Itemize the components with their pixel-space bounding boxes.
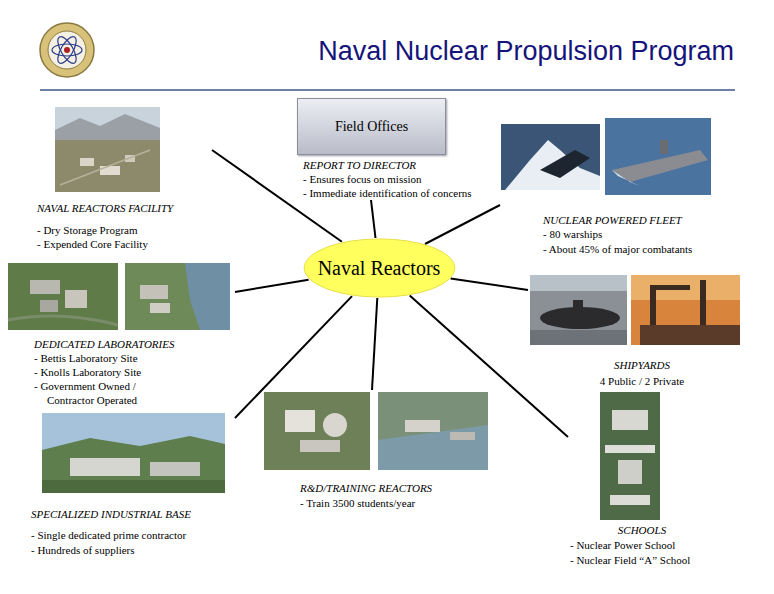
slide-title: Naval Nuclear Propulsion Program: [318, 36, 734, 67]
node-text: - Government Owned / Contractor Operated: [34, 379, 177, 407]
school-photo: [600, 392, 660, 520]
node-heading: NAVAL REACTORS FACILITY: [37, 201, 212, 215]
bettis-photo: [8, 263, 118, 330]
facility-photo: [55, 107, 160, 192]
node-heading: Field Offices: [297, 98, 446, 155]
node-text: - Expended Core Facility: [37, 237, 212, 251]
node-heading: DEDICATED LABORATORIES: [34, 337, 235, 351]
node-text: - About 45% of major combatants: [543, 242, 717, 256]
node-heading: SCHOOLS: [568, 523, 716, 537]
node-text: - Immediate identification of concerns: [297, 186, 494, 200]
shipyards-group: SHIPYARDS 4 Public / 2 Private: [528, 273, 756, 388]
spoke-line: [372, 298, 377, 390]
node-heading: Naval Reactors: [318, 256, 441, 280]
industrial-base-group: SPECIALIZED INDUSTRIAL BASE - Single dedi…: [28, 411, 235, 557]
industrial-photo: [42, 413, 225, 493]
node-text: - Knolls Laboratory Site: [34, 365, 235, 379]
node-text: REPORT TO DIRECTOR: [297, 158, 494, 172]
reactor-site-photo: [264, 392, 370, 470]
field-offices-group: Field OfficesREPORT TO DIRECTOR- Ensures…: [297, 98, 494, 200]
spoke-line: [235, 296, 352, 418]
node-text: - Nuclear Field “A” School: [568, 553, 716, 567]
shipyard-photo: [530, 275, 627, 345]
node-text: 4 Public / 2 Private: [528, 374, 756, 388]
schools-group: SCHOOLS- Nuclear Power School- Nuclear F…: [568, 390, 716, 567]
title-rule: [40, 89, 735, 91]
facility-group: NAVAL REACTORS FACILITY - Dry Storage Pro…: [30, 105, 212, 251]
training-site-photo: [378, 392, 488, 470]
program-logo: [40, 23, 94, 77]
spoke-line: [451, 279, 528, 290]
node-heading: R&D/TRAINING REACTORS: [300, 481, 492, 495]
node-heading: NUCLEAR POWERED FLEET: [543, 213, 717, 227]
center-ellipse: Naval Reactors: [303, 238, 456, 298]
node-text: - 80 warships: [543, 227, 717, 241]
spoke-line: [235, 280, 309, 292]
training-reactors-group: R&D/TRAINING REACTORS- Train 3500 studen…: [256, 390, 492, 510]
node-text: - Single dedicated prime contractor: [31, 528, 235, 542]
fleet-group: NUCLEAR POWERED FLEET- 80 warships- Abou…: [500, 116, 717, 256]
node-text: - Hundreds of suppliers: [31, 543, 235, 557]
node-heading: SPECIALIZED INDUSTRIAL BASE: [31, 507, 235, 521]
ellipse-shape: [304, 239, 455, 297]
carrier-photo: [605, 118, 711, 195]
spoke-line: [371, 200, 376, 238]
node-text: - Train 3500 students/year: [300, 496, 492, 510]
spoke-line: [425, 205, 500, 244]
node-text: - Dry Storage Program: [37, 223, 212, 237]
node-text: - Nuclear Power School: [568, 538, 716, 552]
node-heading: SHIPYARDS: [528, 358, 756, 372]
laboratories-group: DEDICATED LABORATORIES- Bettis Laborator…: [8, 262, 235, 407]
node-text: - Ensures focus on mission: [297, 172, 494, 186]
drydock-photo: [631, 275, 740, 345]
knolls-photo: [125, 263, 230, 330]
spoke-line: [410, 296, 568, 438]
node-text: - Bettis Laboratory Site: [34, 351, 235, 365]
submarine-photo: [501, 124, 600, 190]
